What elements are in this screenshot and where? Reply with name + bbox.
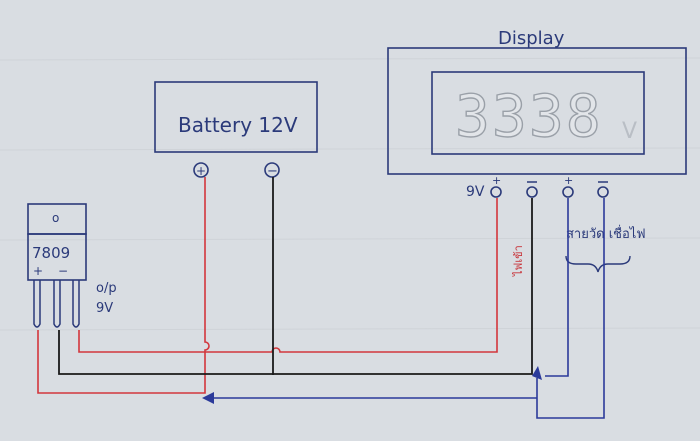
battery-minus-symbol: − [267,164,278,179]
battery-block: Battery 12V + − [154,81,318,179]
measure-wire-label: สายวัด เชื่อไฟ [566,225,646,242]
terminal-plus-mark-1: + [492,174,501,187]
display-digits: 3338 [455,82,603,150]
regulator-pin-1 [33,280,41,328]
terminal-plus-mark-2: + [564,174,573,187]
display-outer-box [387,47,687,175]
wire-regulator-output [78,198,498,353]
regulator-pin-2 [53,280,61,328]
measure-arrow-1 [532,366,542,380]
terminal-4 [597,186,609,198]
terminal-1 [490,186,502,198]
wires [37,177,605,419]
display-block: Display 3338 V [387,28,687,175]
regulator-pin-plus: + [33,264,43,278]
power-input-label: ไฟเข้า [512,245,525,277]
battery-minus-terminal [264,162,280,178]
display-inner-screen [431,71,645,155]
wire-battery-plus [37,177,210,394]
battery-box [154,81,318,153]
regulator-pin-minus: − [58,264,68,278]
display-title: Display [498,28,565,49]
terminal-3 [562,186,574,198]
terminal-2 [526,186,538,198]
battery-plus-symbol: + [196,164,206,178]
regulator-output-label: o/p [96,281,117,296]
wire-measure-plus [545,198,569,377]
measure-arrow-2 [202,392,214,404]
battery-label: Battery 12V [178,113,298,137]
regulator-7809: o 7809 + − o/p 9V [27,203,117,328]
terminal-voltage-label: 9V [466,184,485,200]
regulator-tab-hole: o [52,211,59,225]
regulator-pin-3 [72,280,80,328]
paper-lines [0,57,700,331]
regulator-output-value: 9V [96,301,113,316]
battery-plus-terminal [193,162,209,178]
regulator-label: 7809 [32,244,70,262]
display-unit: V [622,119,637,144]
wire-ground-bus [58,198,533,375]
regulator-body [27,233,87,281]
measure-brace [565,255,631,273]
display-terminals: 9V + + ไฟเข้า สายวัด เชื่อไฟ [466,174,646,277]
